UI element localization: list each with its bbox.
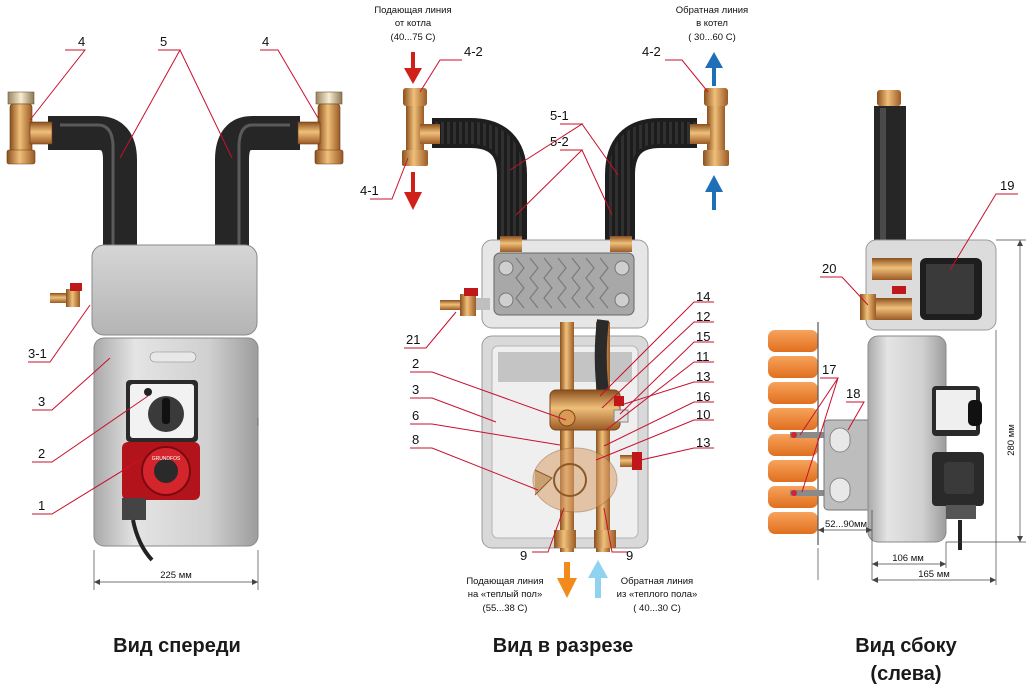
section-label-15: 15	[696, 329, 710, 344]
pump-volute	[532, 447, 642, 513]
side-actuator	[932, 386, 982, 436]
caption-side-view-line2: (слева)	[870, 663, 941, 685]
side-depth-total-dimension: 165 мм	[918, 569, 950, 580]
front-label-4-left: 4	[78, 34, 85, 49]
front-insulated-pipe-left	[48, 116, 137, 250]
floor-supply-line3: (55...38 С)	[483, 603, 528, 614]
section-label-5-2: 5-2	[550, 134, 569, 149]
front-label-4-right: 4	[262, 34, 269, 49]
section-label-16: 16	[696, 389, 710, 404]
section-label-9-left: 9	[520, 548, 527, 563]
return-to-boiler-line3: ( 30...60 С)	[688, 32, 736, 43]
section-label-11: 11	[696, 349, 710, 364]
section-label-6: 6	[412, 408, 419, 423]
caption-front-view: Вид спереди	[113, 635, 241, 657]
front-logo-plate	[149, 351, 197, 363]
floor-return-line2: из «теплого пола»	[617, 589, 698, 600]
section-label-5-1: 5-1	[550, 108, 569, 123]
mixing-valve-body	[549, 389, 629, 431]
front-label-5: 5	[160, 34, 167, 49]
section-label-8: 8	[412, 432, 419, 447]
supply-from-boiler-line1: Подающая линия	[374, 5, 451, 16]
side-height-dimension: 280 мм	[1006, 424, 1017, 456]
side-depth-small-dimension: 106 мм	[892, 553, 924, 564]
section-label-21: 21	[406, 332, 420, 347]
front-label-3: 3	[38, 394, 45, 409]
wall-bricks	[768, 330, 818, 534]
wall-gap-dimension: 52...90мм	[825, 519, 867, 530]
section-drain-valve	[440, 288, 490, 316]
return-in-arrow	[705, 175, 723, 210]
front-insulated-pipe-right	[215, 116, 300, 250]
side-view: 280 мм 52...90мм 106 мм 165 мм 19 20 17 …	[768, 90, 1026, 585]
front-heat-exchanger-cover	[91, 244, 258, 336]
section-tee-fitting-left	[402, 88, 440, 166]
section-label-4-2-left: 4-2	[464, 44, 483, 59]
supply-out-arrow	[404, 172, 422, 210]
wall-anchors	[790, 432, 824, 496]
section-label-4-2-right: 4-2	[642, 44, 661, 59]
plate-heat-exchanger	[493, 252, 635, 316]
front-circulation-pump: GRUNDFOS	[122, 442, 200, 562]
front-label-2: 2	[38, 446, 45, 461]
front-drain-valve	[50, 283, 82, 307]
floor-return-line1: Обратная линия	[621, 576, 693, 587]
section-label-9-right: 9	[626, 548, 633, 563]
side-label-18: 18	[846, 386, 860, 401]
section-label-12: 12	[696, 309, 710, 324]
return-to-boiler-line1: Обратная линия	[676, 5, 748, 16]
supply-riser-pipe	[560, 322, 574, 552]
floor-return-arrow	[588, 560, 608, 598]
section-view: Подающая линия от котла (40...75 С) Обра…	[360, 5, 748, 614]
section-label-3: 3	[412, 382, 419, 397]
front-tee-fitting-right	[297, 91, 344, 165]
front-view: GRUNDFOS 225 мм 4 5 4 3-1 3 2 1	[6, 34, 344, 590]
side-pump	[932, 452, 984, 550]
section-label-4-1: 4-1	[360, 183, 379, 198]
return-out-arrow	[705, 52, 723, 86]
side-label-20: 20	[822, 261, 836, 276]
return-to-boiler-line2: в котел	[696, 18, 728, 29]
section-label-14: 14	[696, 289, 710, 304]
supply-in-arrow	[404, 52, 422, 84]
floor-return-line3: ( 40...30 С)	[633, 603, 681, 614]
caption-section-view: Вид в разрезе	[493, 635, 634, 657]
supply-from-boiler-line2: от котла	[395, 18, 432, 29]
front-width-dimension: 225 мм	[160, 570, 192, 581]
front-tee-fitting-left	[6, 91, 53, 165]
floor-supply-line2: на «теплый пол»	[468, 589, 543, 600]
floor-supply-line1: Подающая линия	[466, 576, 543, 587]
side-insulated-pipe	[874, 106, 906, 256]
front-label-1: 1	[38, 498, 45, 513]
front-label-3-1: 3-1	[28, 346, 47, 361]
section-label-13-top: 13	[696, 369, 710, 384]
floor-supply-arrow	[557, 562, 577, 598]
caption-side-view-line1: Вид сбоку	[855, 635, 957, 657]
pump-brand-text: GRUNDFOS	[152, 456, 181, 462]
supply-from-boiler-line3: (40...75 С)	[391, 32, 436, 43]
section-tee-fitting-right	[690, 88, 729, 166]
section-label-2: 2	[412, 356, 419, 371]
section-label-10: 10	[696, 407, 710, 422]
side-label-17: 17	[822, 362, 836, 377]
side-housing	[867, 335, 947, 543]
side-label-19: 19	[1000, 178, 1014, 193]
section-label-13-bottom: 13	[696, 435, 710, 450]
front-mixing-valve-actuator	[126, 380, 198, 442]
